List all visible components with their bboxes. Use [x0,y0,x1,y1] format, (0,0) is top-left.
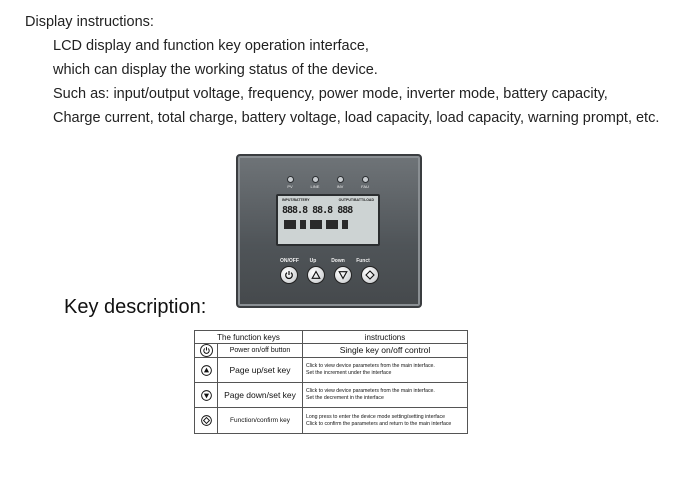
power-icon [199,344,213,357]
display-instructions: Display instructions: LCD display and fu… [25,10,659,130]
solar-icon [284,220,296,229]
funct-label: Funct [356,258,370,264]
power-icon [285,271,293,280]
onoff-label: ON/OFF [280,258,299,264]
down-label: Down [331,258,345,264]
table-header-row: The function keys instructions [194,330,468,344]
battery-icon [300,220,306,229]
key-description-heading: Key description: [64,296,207,318]
device-power-button [280,266,298,284]
led-line: LINE [309,176,321,189]
grid-icon [342,220,348,229]
table-row: Power on/off button Single key on/off co… [194,343,468,358]
triangle-down-icon [200,389,212,401]
device-funct-button [361,266,379,284]
table-row: Page down/set key Click to view device p… [194,382,468,408]
triangle-down-icon [338,271,348,280]
device-panel-image: PV LINE INV FAU INPUT/BATTERY OUTPUT/BAT… [236,154,422,308]
led-fau: FAU [359,176,371,189]
instruction-line: Such as: input/output voltage, frequency… [53,86,608,102]
col-header-function-keys: The function keys [194,330,303,344]
device-button-labels: ON/OFF Up Down Funct [280,258,371,264]
device-up-button [307,266,325,284]
load-icon [326,220,338,229]
key-instruction: Long press to enter the device mode sett… [302,407,468,434]
triangle-up-icon [311,270,321,279]
lcd-right-label: OUTPUT/BATT/LOAD [338,198,374,202]
instruction-line: LCD display and function key operation i… [53,38,369,54]
diamond-icon [365,270,375,280]
diamond-icon [200,415,212,426]
led-pv: PV [284,176,296,189]
triangle-up-icon [200,364,212,376]
key-description-table: The function keys instructions Power on/… [194,330,468,434]
key-name: Page down/set key [217,382,303,408]
key-name: Function/confirm key [217,407,303,434]
lcd-left-label: INPUT/BATTERY [282,198,310,202]
inverter-icon [310,220,322,229]
device-down-button [334,266,352,284]
key-name: Page up/set key [217,357,303,383]
key-instruction: Click to view device parameters from the… [302,382,468,408]
key-instruction: Click to view device parameters from the… [302,357,468,383]
up-label: Up [309,258,317,264]
lcd-status-icons [284,220,348,229]
table-row: Page up/set key Click to view device par… [194,357,468,383]
lcd-digits: 888.8 88.8 888 [282,205,353,216]
instructions-heading: Display instructions: [25,14,154,30]
key-instruction: Single key on/off control [302,343,468,358]
device-buttons [280,266,379,284]
led-inv: INV [334,176,346,189]
key-name: Power on/off button [217,343,303,358]
col-header-instructions: instructions [302,330,468,344]
instruction-line: which can display the working status of … [53,62,378,78]
table-row: Function/confirm key Long press to enter… [194,407,468,434]
status-leds: PV LINE INV FAU [284,176,371,189]
lcd-screen: INPUT/BATTERY OUTPUT/BATT/LOAD 888.8 88.… [276,194,380,246]
instruction-line: Charge current, total charge, battery vo… [53,110,660,126]
